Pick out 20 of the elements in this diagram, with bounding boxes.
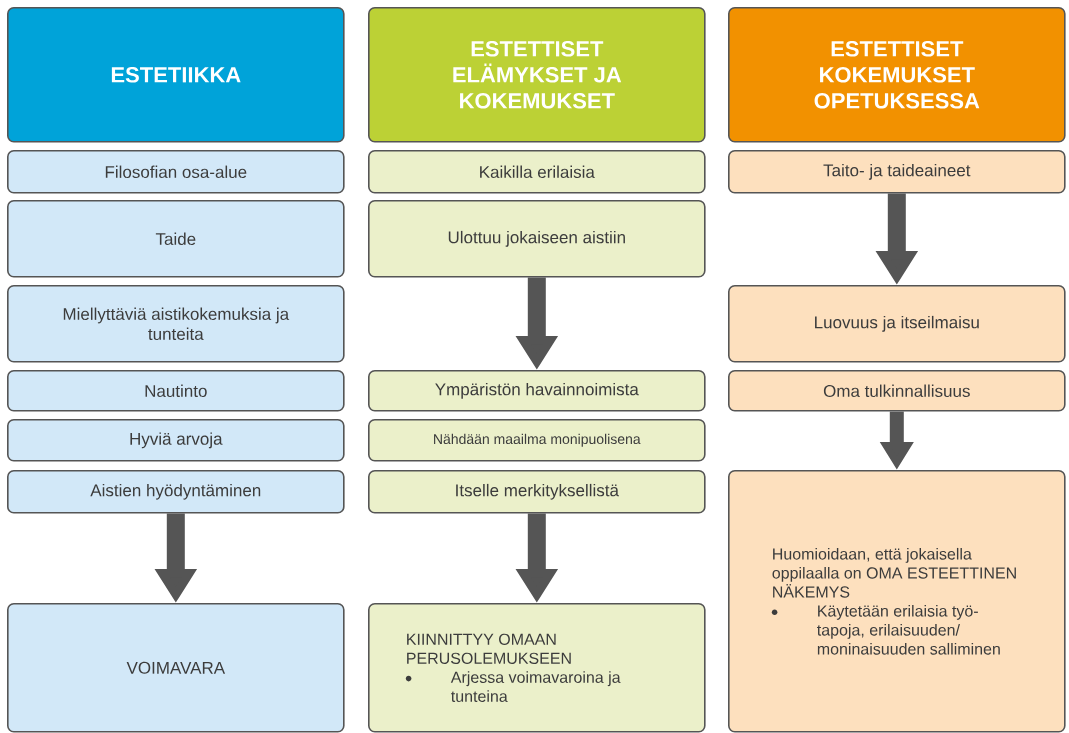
header-box: ESTETIIKKA [7, 7, 345, 143]
process-box: Nähdään maailma monipuolisena [368, 419, 706, 462]
header-box: ESTETTISET KOKEMUKSET OPETUKSESSA [728, 7, 1066, 143]
process-box: Ympäristön havainnoimista [368, 370, 706, 412]
process-box: Miellyttäviä aistikokemuksia ja tunteita [7, 285, 345, 363]
header-box: ESTETTISET ELÄMYKSET JA KOKEMUKSET [368, 7, 706, 143]
process-box: Hyviä arvoja [7, 419, 345, 462]
text-box: KIINNITTYY OMAAN PERUSOLEMUKSEEN Arjessa voimavaroina ja tunteina [368, 603, 706, 733]
process-box: Kaikilla erilaisia [368, 150, 706, 194]
process-box: Filosofian osa-alue [7, 150, 345, 194]
process-box: Itselle merkityksellistä [368, 470, 706, 514]
process-box: VOIMAVARA [7, 603, 345, 733]
text-box: Huomioidaan, että jokaisella oppilaalla on OMA ESTEETTINEN NÄKEMYS Käytetään erilaisia työ- tapoja, erilaisuuden/ moninaisuuden salliminen [728, 470, 1066, 733]
process-box: Oma tulkinnallisuus [728, 370, 1066, 412]
process-box: Ulottuu jokaiseen aistiin [368, 200, 706, 278]
process-box: Taito- ja taideaineet [728, 150, 1066, 194]
process-box: Nautinto [7, 370, 345, 412]
process-box: Luovuus ja itseilmaisu [728, 285, 1066, 363]
process-box: Aistien hyödyntäminen [7, 470, 345, 514]
process-box: Taide [7, 200, 345, 278]
